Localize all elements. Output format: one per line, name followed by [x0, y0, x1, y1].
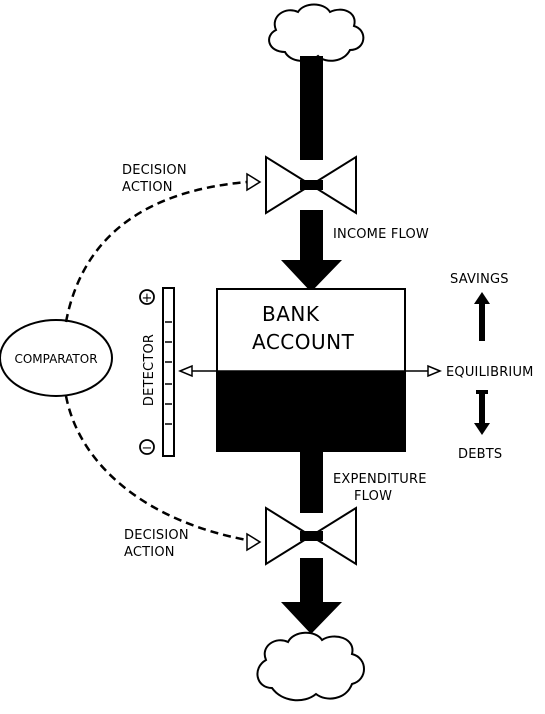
- bank-account-label-line1: BANK: [262, 302, 320, 326]
- detector-minus-sign: −: [142, 441, 153, 456]
- expenditure-flow-pipe-lower: [300, 558, 323, 604]
- decision-link-bottom: [64, 395, 248, 542]
- savings-label: SAVINGS: [450, 272, 509, 287]
- detector-ticks: [165, 321, 172, 425]
- level-line-right-arrow-icon: [427, 364, 442, 378]
- level-line-left-arrow-icon: [178, 364, 193, 378]
- expenditure-flow-label-line2: FLOW: [354, 489, 392, 504]
- decision-action-top-line2: ACTION: [122, 180, 173, 195]
- bank-account-label-line2: ACCOUNT: [252, 330, 355, 354]
- decision-action-bottom-line2: ACTION: [124, 545, 175, 560]
- expenditure-valve-icon: [265, 506, 357, 566]
- detector-plus-icon: [139, 289, 155, 305]
- expenditure-flow-arrowhead: [281, 602, 342, 634]
- expenditure-flow-label-line1: EXPENDITURE: [333, 472, 427, 487]
- detector-plus-sign: +: [142, 291, 153, 306]
- detector-label: DETECTOR: [142, 334, 157, 406]
- income-flow-arrowhead: [281, 260, 342, 292]
- equilibrium-label: EQUILIBRIUM: [446, 365, 534, 380]
- detector-gauge: [162, 287, 175, 457]
- comparator-node: [0, 319, 113, 397]
- detector-minus-icon: [139, 439, 155, 455]
- income-flow-label: INCOME FLOW: [333, 227, 429, 242]
- decision-link-top: [64, 180, 248, 323]
- savings-arrow-icon: [474, 292, 490, 341]
- decision-action-bottom-line1: DECISION: [124, 528, 189, 543]
- expenditure-flow-pipe-upper: [300, 451, 323, 513]
- decision-action-top-line1: DECISION: [122, 163, 187, 178]
- decision-arrow-top-icon: [246, 172, 262, 192]
- debts-arrow-icon: [474, 390, 490, 435]
- debts-label: DEBTS: [458, 447, 502, 462]
- comparator-label: COMPARATOR: [14, 352, 97, 366]
- income-flow-pipe-lower: [300, 210, 323, 262]
- bank-account-level: [217, 371, 405, 451]
- source-cloud: [268, 3, 365, 62]
- sink-cloud: [256, 631, 365, 702]
- income-valve-icon: [265, 155, 357, 215]
- decision-arrow-bottom-icon: [246, 532, 262, 552]
- income-flow-pipe-upper: [300, 56, 323, 160]
